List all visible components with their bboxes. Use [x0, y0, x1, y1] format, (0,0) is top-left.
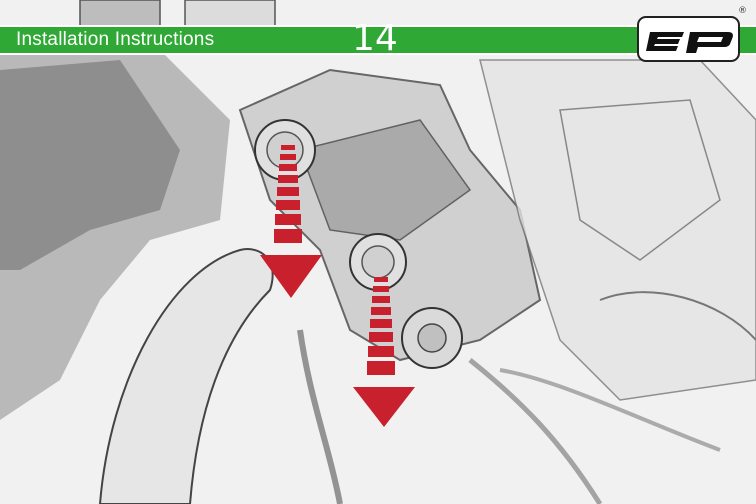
- brand-logo: [637, 16, 740, 62]
- registered-mark: ®: [738, 6, 747, 16]
- step-number: 14: [352, 20, 398, 58]
- down-arrow-icon: [353, 277, 415, 429]
- ep-logo-icon: [644, 24, 734, 56]
- page-title: Installation Instructions: [16, 26, 214, 54]
- down-arrow-icon: [260, 145, 322, 300]
